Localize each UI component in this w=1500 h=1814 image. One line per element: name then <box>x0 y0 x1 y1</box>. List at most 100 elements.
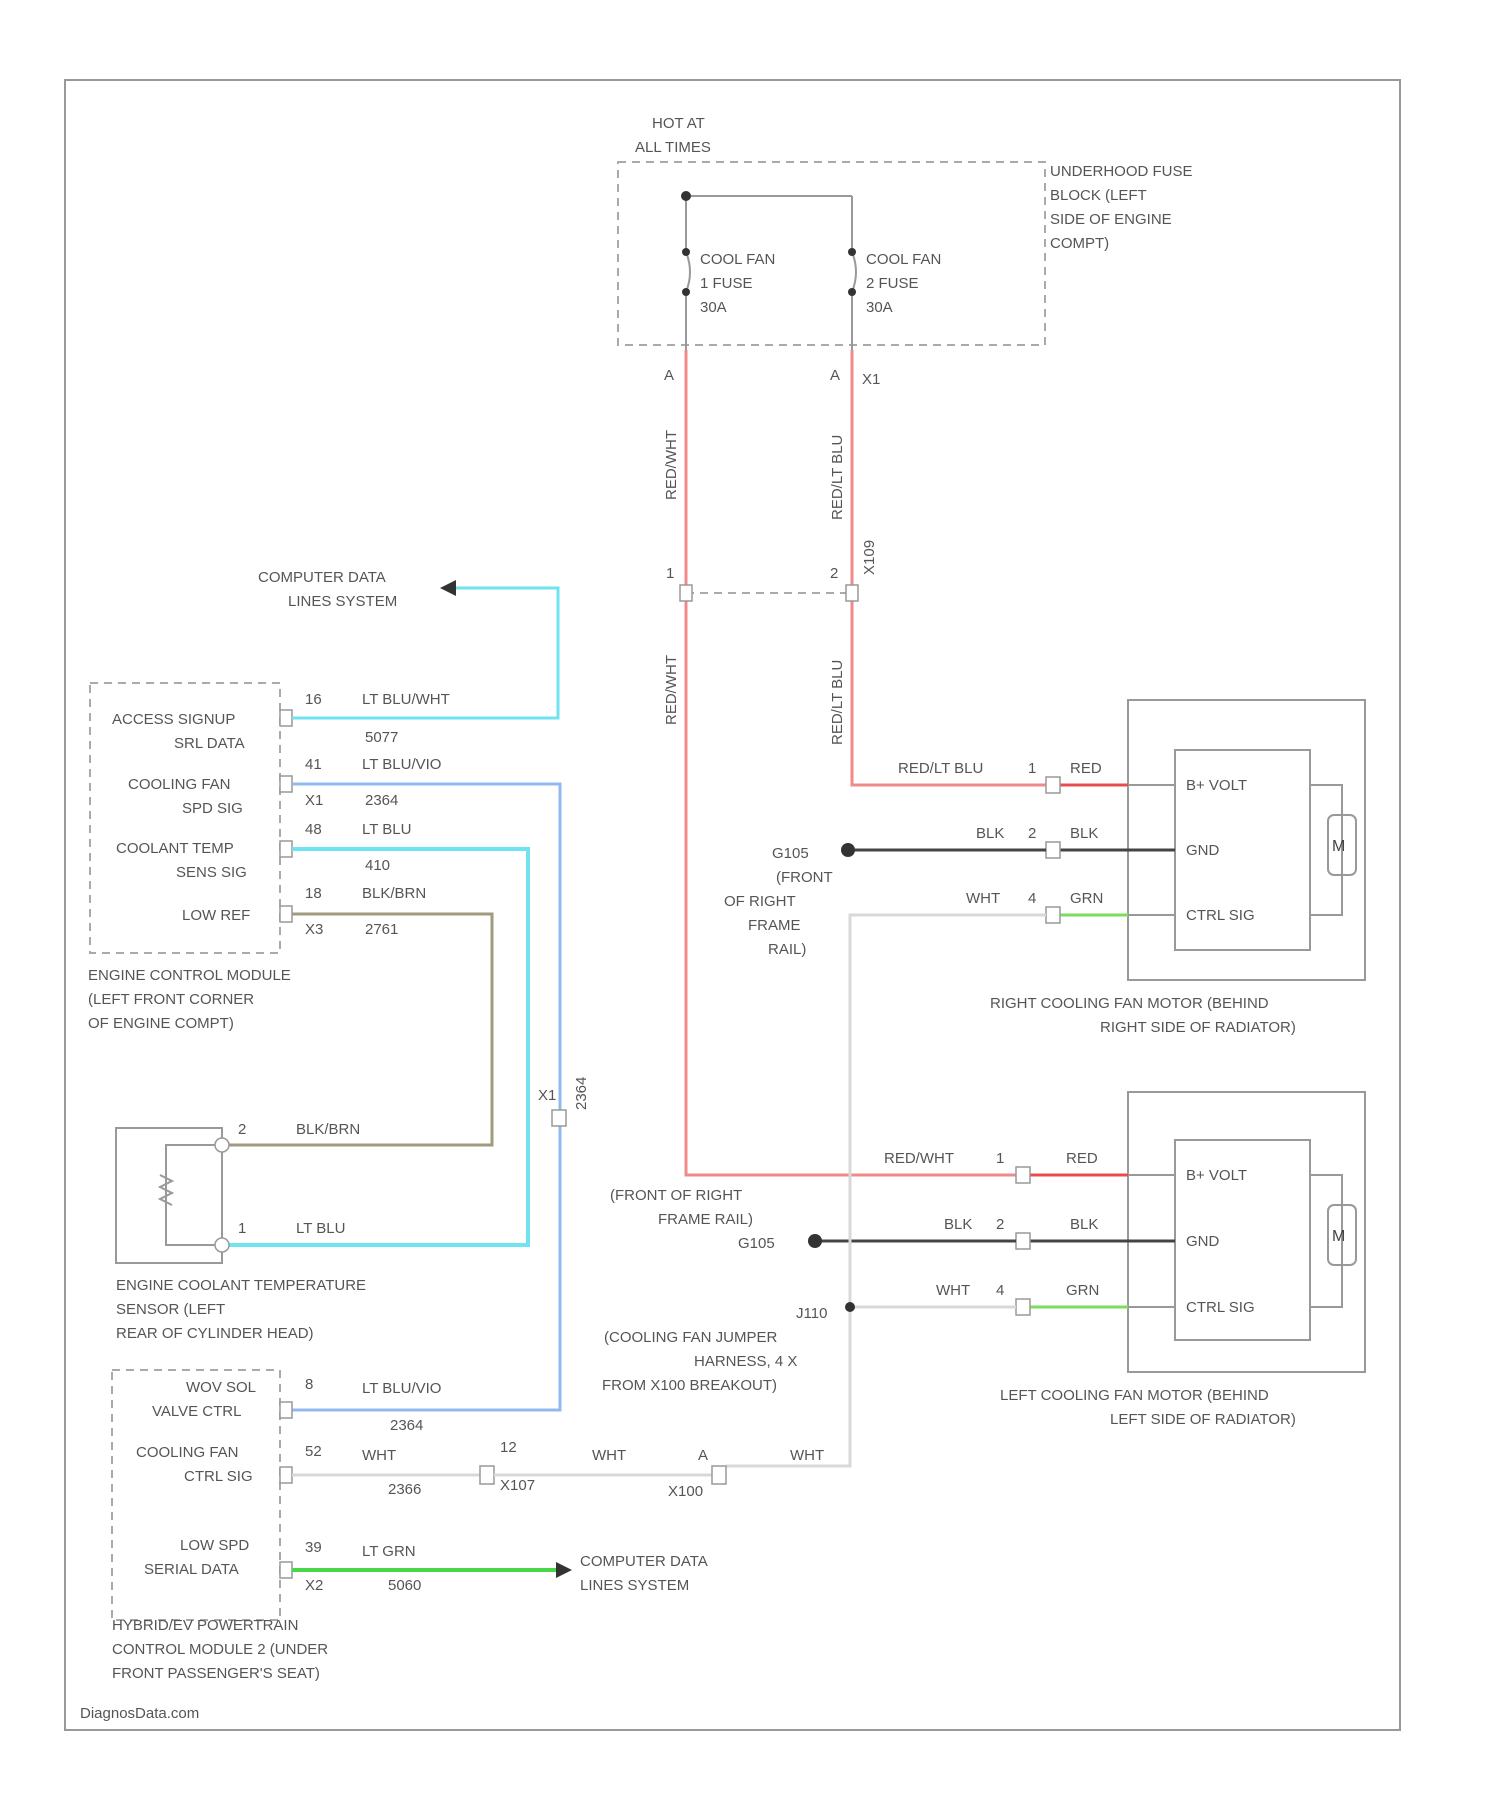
ground-right-1: G105 <box>772 845 809 862</box>
data-bottom-2: LINES SYSTEM <box>580 1577 689 1594</box>
left-pin1-label: B+ VOLT <box>1186 1167 1247 1184</box>
splice-circuit: 2364 <box>573 1077 590 1110</box>
ect-pin2: 2 <box>238 1121 246 1138</box>
ecm-pin16-color: LT BLU/WHT <box>362 691 450 708</box>
fuse1-label-2: 1 FUSE <box>700 275 753 292</box>
hot-label-1: HOT AT <box>652 115 705 132</box>
ground-right-4: FRAME <box>748 917 801 934</box>
split-pin-left-connector <box>680 585 692 601</box>
x107-pin: 12 <box>500 1439 517 1456</box>
x107-conn: X107 <box>500 1477 535 1494</box>
right-motor-name-2: RIGHT SIDE OF RADIATOR) <box>1100 1019 1296 1036</box>
data-top-2: LINES SYSTEM <box>288 593 397 610</box>
right-wht-label: WHT <box>966 890 1000 907</box>
ecm-pin41-color: LT BLU/VIO <box>362 756 441 773</box>
ground-right-3: OF RIGHT <box>724 893 796 910</box>
ecm-name-2: (LEFT FRONT CORNER <box>88 991 254 1008</box>
splice-x1: X1 <box>538 1087 556 1104</box>
fuse2-symbol <box>852 252 856 292</box>
ground-right-2: (FRONT <box>776 869 833 886</box>
ecm-pin18-label: LOW REF <box>182 907 250 924</box>
right-motor-name-1: RIGHT COOLING FAN MOTOR (BEHIND <box>990 995 1269 1012</box>
right-blk-label-2: BLK <box>1070 825 1098 842</box>
hpcm-name-2: CONTROL MODULE 2 (UNDER <box>112 1641 328 1658</box>
right-pin4-num: 4 <box>1028 890 1036 907</box>
ect-wire2: BLK/BRN <box>296 1121 360 1138</box>
ecm-pin41-label-2: SPD SIG <box>182 800 243 817</box>
ecm-pin41-conn: X1 <box>305 792 323 809</box>
left-motor-name-1: LEFT COOLING FAN MOTOR (BEHIND <box>1000 1387 1269 1404</box>
fuse-bus-junction <box>681 191 691 201</box>
red-wht-lower-label: RED/WHT <box>663 655 680 725</box>
ecm-pin16-label-1: ACCESS SIGNUP <box>112 711 235 728</box>
left-blk-label: BLK <box>944 1216 972 1233</box>
x100-pin: A <box>698 1447 708 1464</box>
right-cooling-fan-motor: M B+ VOLT GND CTRL SIG 1 2 4 RED/LT BLU … <box>898 700 1365 1036</box>
ground-right-5: RAIL) <box>768 941 806 958</box>
hot-label-2: ALL TIMES <box>635 139 711 156</box>
fuse-block-name-4: COMPT) <box>1050 235 1109 252</box>
left-red-label: RED <box>1066 1150 1098 1167</box>
left-pin2-label: GND <box>1186 1233 1220 1250</box>
ecm-pin48: 48 <box>305 821 322 838</box>
ground-left-label-2: FRAME RAIL) <box>658 1211 753 1228</box>
fuse1-label-1: COOL FAN <box>700 251 775 268</box>
left-motor-m: M <box>1332 1228 1345 1245</box>
x100-wire: WHT <box>790 1447 824 1464</box>
x100-connector <box>712 1466 726 1484</box>
ecm-pin16-label-2: SRL DATA <box>174 735 245 752</box>
hpcm-pin52-label-1: COOLING FAN <box>136 1444 239 1461</box>
left-wht-label: WHT <box>936 1282 970 1299</box>
right-pin1-label: B+ VOLT <box>1186 777 1247 794</box>
right-pin1-num: 1 <box>1028 760 1036 777</box>
data-arrow-top <box>440 580 456 596</box>
x107-wire: WHT <box>592 1447 626 1464</box>
ground-right-point <box>841 843 855 857</box>
hpcm-name-3: FRONT PASSENGER'S SEAT) <box>112 1665 320 1682</box>
split-pin-right: 2 <box>830 565 838 582</box>
ecm-pin18: 18 <box>305 885 322 902</box>
engine-control-module: ACCESS SIGNUP SRL DATA COOLING FAN SPD S… <box>88 683 450 1032</box>
ecm-pin48-color: LT BLU <box>362 821 411 838</box>
fuse1-symbol <box>686 252 690 292</box>
left-blk-label-2: BLK <box>1070 1216 1098 1233</box>
hpcm-pin8-label-1: WOV SOL <box>186 1379 256 1396</box>
hpcm-pin8-label-2: VALVE CTRL <box>152 1403 241 1420</box>
hpcm-name-1: HYBRID/EV POWERTRAIN <box>112 1617 298 1634</box>
left-motor-name-2: LEFT SIDE OF RADIATOR) <box>1110 1411 1296 1428</box>
hpcm-pin8-color: LT BLU/VIO <box>362 1380 441 1397</box>
ect-wire1: LT BLU <box>296 1220 345 1237</box>
split-pin-left: 1 <box>666 565 674 582</box>
fuse2-label-2: 2 FUSE <box>866 275 919 292</box>
ecm-pin41-circuit: 2364 <box>365 792 398 809</box>
hpcm-pin52: 52 <box>305 1443 322 1460</box>
red-wht-upper-label: RED/WHT <box>663 430 680 500</box>
hpcm-pin8: 8 <box>305 1376 313 1393</box>
jumper-splice-point <box>845 1302 855 1312</box>
x107-connector <box>480 1466 494 1484</box>
jumper-4: FROM X100 BREAKOUT) <box>602 1377 777 1394</box>
right-motor-m: M <box>1332 838 1345 855</box>
red-ltblu-lower-label: RED/LT BLU <box>829 660 846 745</box>
jumper-3: HARNESS, 4 X <box>694 1353 797 1370</box>
ecm-pin41: 41 <box>305 756 322 773</box>
ground-left-label-1: (FRONT OF RIGHT <box>610 1187 742 1204</box>
red-ltblu-upper-label: RED/LT BLU <box>829 435 846 520</box>
ground-left-id: G105 <box>738 1235 775 1252</box>
hpcm-pin52-label-2: CTRL SIG <box>184 1468 253 1485</box>
ecm-pin48-label-1: COOLANT TEMP <box>116 840 234 857</box>
underhood-fuse-block: HOT AT ALL TIMES COOL FAN 1 FUSE 30A COO… <box>618 115 1193 388</box>
left-pin1-num: 1 <box>996 1150 1004 1167</box>
hpcm-pin39-color: LT GRN <box>362 1543 416 1560</box>
hybrid-powertrain-control-module: WOV SOL VALVE CTRL COOLING FAN CTRL SIG … <box>112 1370 824 1682</box>
ltbluvio-inline-connector <box>552 1110 566 1126</box>
hpcm-pin8-circuit: 2364 <box>390 1417 423 1434</box>
ecm-pin18-color: BLK/BRN <box>362 885 426 902</box>
fuse-block-outline <box>618 162 1045 345</box>
left-pin4-num: 4 <box>996 1282 1004 1299</box>
ect-name-2: SENSOR (LEFT <box>116 1301 225 1318</box>
jumper-1: J110 <box>796 1305 827 1322</box>
ecm-pin48-label-2: SENS SIG <box>176 864 247 881</box>
right-pin2-num: 2 <box>1028 825 1036 842</box>
ecm-pin18-circuit: 2761 <box>365 921 398 938</box>
